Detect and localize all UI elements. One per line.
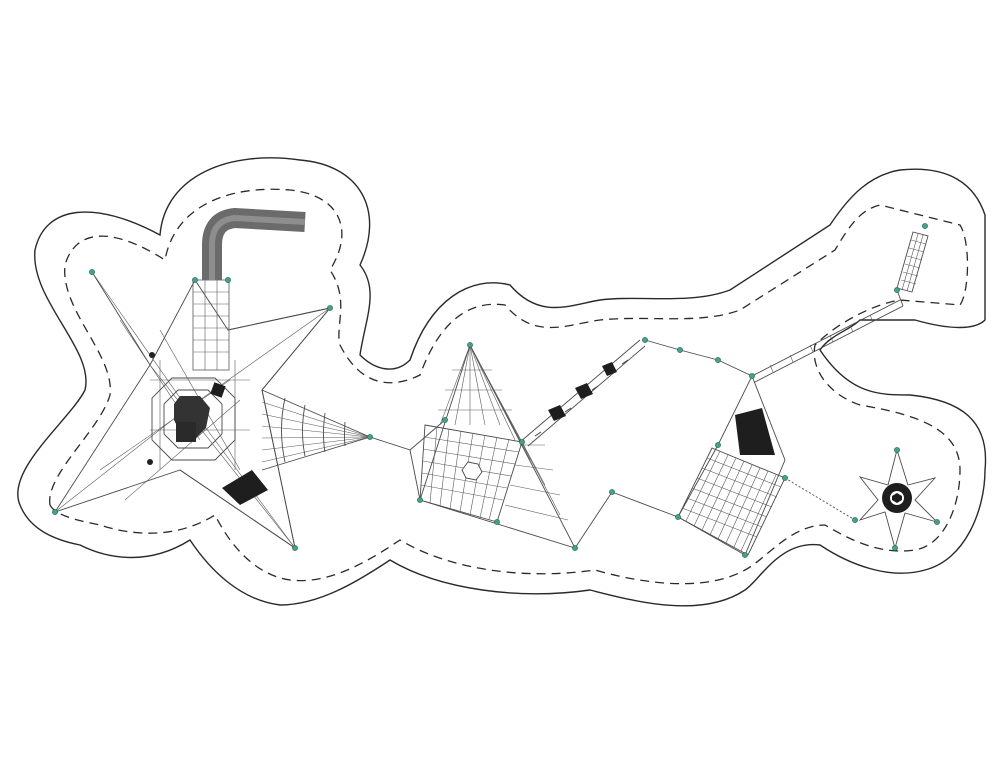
anchor-post-icon (934, 519, 940, 525)
center-octagon (151, 377, 236, 461)
bottom-dark-panel (222, 470, 268, 505)
right-triangle-frame (677, 374, 786, 556)
right-square-net-grid (681, 450, 782, 552)
right-square-net-outline (677, 447, 786, 556)
chain-to-hub (784, 477, 856, 521)
connector-rope (409, 419, 446, 451)
pyramid-outline (419, 343, 576, 549)
anchor-posts (52, 223, 940, 558)
right-dark-panel (735, 408, 775, 455)
anchor-post-icon (327, 305, 333, 311)
top-right-ladder (896, 231, 929, 293)
anchor-post-icon (922, 223, 928, 229)
star-arm-top-right (227, 307, 332, 391)
upper-rope-rungs (769, 314, 874, 373)
anchor-post-icon (715, 357, 721, 363)
anchor-post-icon (292, 545, 298, 551)
upper-rope-ladder-2 (754, 305, 904, 383)
anchor-post-icon (892, 545, 898, 551)
fan-net (261, 389, 372, 471)
hexagon-opening (461, 461, 483, 481)
connector-rope (644, 339, 753, 377)
anchor-post-icon (494, 519, 500, 525)
anchor-post-icon (642, 337, 648, 343)
connector-rope (369, 436, 421, 501)
anchor-post-icon (519, 439, 525, 445)
ladder-bridge (519, 339, 646, 447)
anchor-post-icon (894, 287, 900, 293)
anchor-post-icon (742, 552, 748, 558)
anchor-post-icon (715, 442, 721, 448)
center-platform-base (176, 422, 196, 442)
right-net-structure (677, 231, 939, 556)
top-right-ladder-grid (900, 233, 927, 292)
rope-knot (149, 352, 155, 358)
safety-zone-outline (17, 157, 987, 607)
connector-rope (574, 491, 679, 549)
anchor-post-icon (467, 342, 473, 348)
anchor-post-icon (677, 347, 683, 353)
anchor-post-icon (749, 373, 755, 379)
hexagon-hub-center (892, 493, 902, 503)
anchor-post-icon (894, 447, 900, 453)
anchor-post-icon (609, 489, 615, 495)
inner-octagon (163, 389, 223, 449)
pyramid-net-lines (438, 344, 569, 521)
anchor-post-icon (782, 475, 788, 481)
anchor-post-icon (367, 434, 373, 440)
anchor-post-icon (442, 417, 448, 423)
upper-rope-ladder (751, 299, 901, 377)
small-dark-panel (210, 382, 226, 398)
anchor-post-icon (417, 497, 423, 503)
dashed-boundary (49, 188, 969, 585)
anchor-post-icon (192, 277, 198, 283)
slide-tube-icon (202, 207, 306, 280)
anchor-post-icon (572, 545, 578, 551)
anchor-post-icon (89, 269, 95, 275)
rope-knot (147, 459, 153, 465)
pyramid-net-structure (369, 339, 753, 549)
anchor-post-icon (675, 514, 681, 520)
center-ladder-grid (192, 279, 230, 371)
anchor-post-icon (225, 277, 231, 283)
anchor-post-icon (52, 509, 58, 515)
slide-tube-highlight (209, 214, 306, 280)
star-net-structure (53, 207, 372, 549)
anchor-post-icon (852, 517, 858, 523)
